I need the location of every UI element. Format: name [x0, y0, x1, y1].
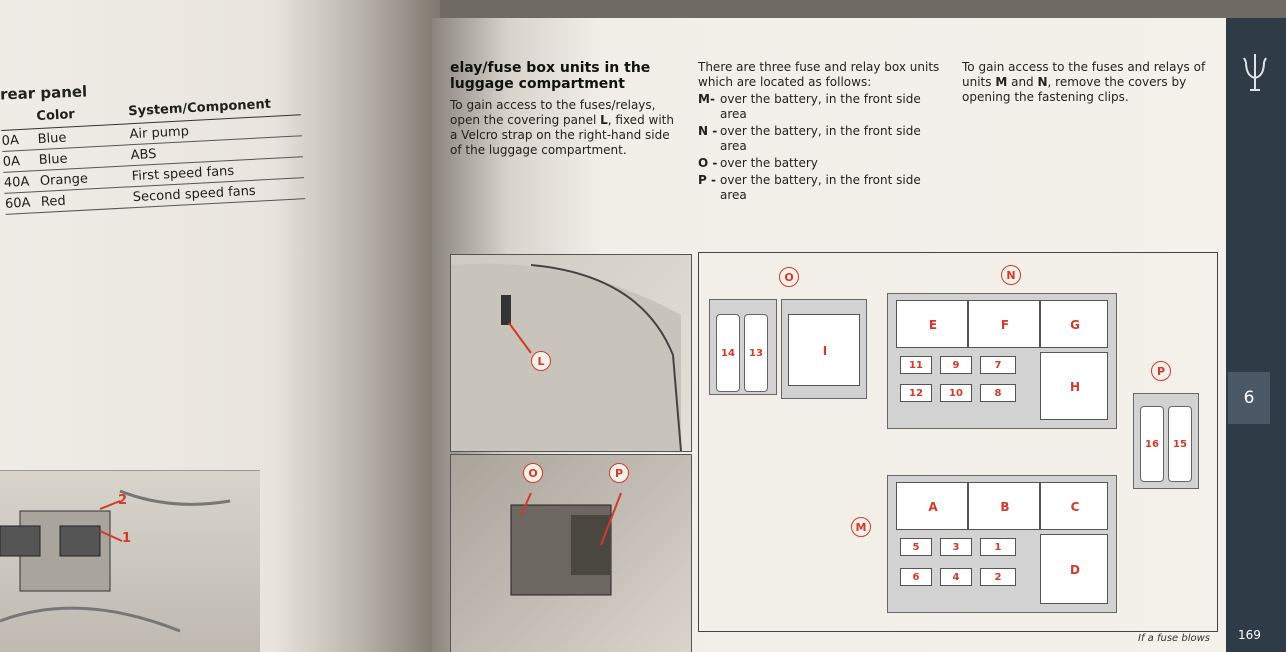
fuse-3: 3 — [940, 538, 972, 556]
callout-2: 2 — [118, 493, 128, 508]
relay-illustration — [0, 489, 231, 633]
location-item: P -over the battery, in the front side a… — [698, 173, 921, 202]
luggage-photos: L O P — [450, 254, 692, 652]
locations-intro: There are three fuse and relay box units… — [698, 60, 940, 89]
fuse-10: 10 — [940, 384, 972, 402]
unit-p-box: 16 15 — [1133, 393, 1199, 489]
chapter-strip — [1226, 18, 1286, 652]
callout-p: P — [609, 463, 629, 483]
footer-text: If a fuse blows — [1138, 633, 1210, 644]
fuse-13: 13 — [744, 314, 768, 392]
location-item: O -over the battery — [698, 156, 818, 170]
access-paragraph: To gain access to the fuses and relays o… — [962, 60, 1206, 104]
right-page: elay/fuse box units in the luggage compa… — [432, 18, 1286, 652]
fuse-7: 7 — [980, 356, 1016, 374]
fuse-5: 5 — [900, 538, 932, 556]
fuse-15: 15 — [1168, 406, 1192, 482]
fuse-layout-diagram: O 14 13 I N E F G H 11 9 7 12 10 8 P 16 — [698, 252, 1218, 632]
column-color: Color — [36, 107, 76, 125]
section-title: elay/fuse box units in the luggage compa… — [450, 60, 651, 92]
left-page: rear panel Color System/Component 0A Blu… — [0, 0, 440, 652]
relay-c: C — [1040, 482, 1108, 530]
engine-bay-photo: 2 1 — [0, 470, 260, 652]
column-component: System/Component — [127, 96, 272, 120]
fuse-1: 1 — [980, 538, 1016, 556]
fuse-9: 9 — [940, 356, 972, 374]
rear-panel-title: rear panel — [0, 82, 88, 104]
callout-o: O — [523, 463, 543, 483]
unit-m-label: M — [851, 517, 871, 537]
unit-n-box: E F G H 11 9 7 12 10 8 — [887, 293, 1117, 429]
fuse-table: Color System/Component 0A Blue Air pump … — [0, 92, 306, 215]
callout-1: 1 — [122, 531, 132, 546]
unit-p-label: P — [1151, 361, 1171, 381]
fuse-11: 11 — [900, 356, 932, 374]
page-number: 169 — [1238, 628, 1261, 642]
trident-logo-icon — [1243, 54, 1267, 91]
fuse-6: 6 — [900, 568, 932, 586]
luggage-panel-photo: L — [450, 254, 692, 452]
locations-column: There are three fuse and relay box units… — [698, 60, 943, 203]
relay-b: B — [968, 482, 1040, 530]
relay-d: D — [1040, 534, 1108, 604]
fuse-4: 4 — [940, 568, 972, 586]
intro-paragraph: To gain access to the fuses/relays, open… — [450, 98, 674, 157]
unit-n-label: N — [1001, 265, 1021, 285]
relay-g: G — [1040, 300, 1108, 348]
location-item: N -over the battery, in the front side a… — [698, 124, 921, 153]
relay-h: H — [1040, 352, 1108, 420]
unit-o-slot-box: 14 13 — [709, 299, 777, 395]
callout-l: L — [531, 351, 551, 371]
relay-i: I — [822, 344, 828, 358]
unit-o-label: O — [779, 267, 799, 287]
fuse-14: 14 — [716, 314, 740, 392]
relay-a: A — [896, 482, 968, 530]
unit-o-relay-box: I — [781, 299, 867, 399]
fuse-8: 8 — [980, 384, 1016, 402]
fuse-12: 12 — [900, 384, 932, 402]
relay-e: E — [896, 300, 968, 348]
chapter-tab[interactable]: 6 — [1228, 372, 1270, 424]
fuse-box-photo: O P — [450, 454, 692, 652]
fuse-16: 16 — [1140, 406, 1164, 482]
fuse-2: 2 — [980, 568, 1016, 586]
relay-f: F — [968, 300, 1040, 348]
unit-m-box: A B C D 5 3 1 6 4 2 — [887, 475, 1117, 613]
location-item: M-over the battery, in the front side ar… — [698, 92, 921, 121]
